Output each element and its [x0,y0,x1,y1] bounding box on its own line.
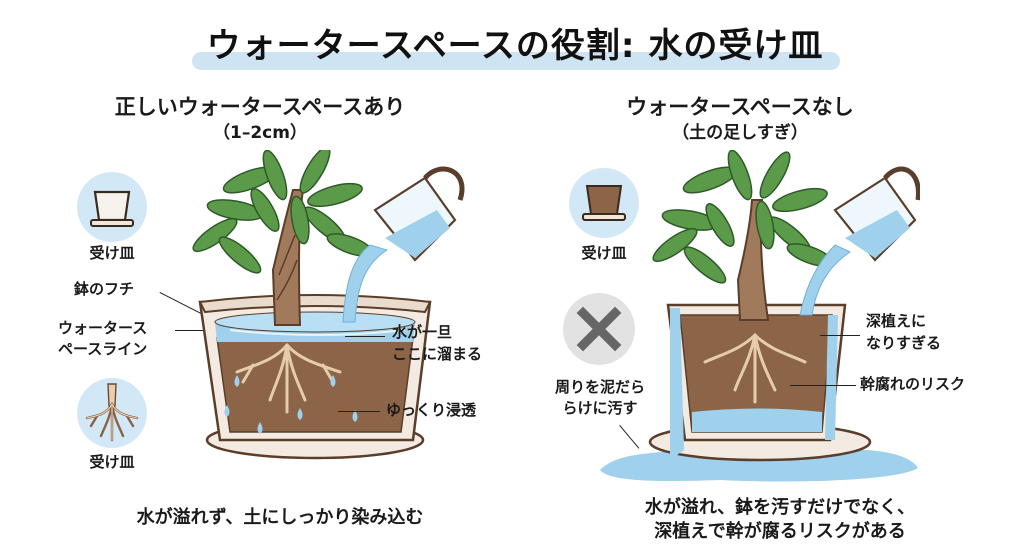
roots-icon [77,378,147,448]
left-icon-1-label: 受け皿 [89,244,135,262]
left-icon-2-label: 受け皿 [89,453,135,471]
overfilled-pot-illustration [600,150,920,490]
left-panel-title: 正しいウォータースペースあり [114,95,406,119]
saucer-pot-icon [77,172,147,242]
x-mark-icon [563,293,635,365]
rot-leader-line [790,385,856,386]
title-highlight-band [192,52,840,70]
deep-planting-label-2: なりすぎる [866,334,942,352]
mess-label-2: らけに汚す [562,399,638,417]
seep-label: ゆっくり浸透 [386,401,477,419]
mess-label-1: 周りを泥だら [554,378,645,396]
page-title: ウォータースペースの役割: 水の受け皿 [206,26,824,66]
water-space-line-label-1: ウォータース [58,319,148,337]
pooling-leader-line [345,336,385,337]
page-title-block: ウォータースペースの役割: 水の受け皿 [190,14,840,70]
seep-leader-line [338,411,380,412]
right-caption-line-1: 水が溢れ、鉢を汚すだけでなく、 [644,497,916,518]
right-panel-title: ウォータースペースなし [626,95,854,119]
rot-risk-label: 幹腐れのリスク [860,375,966,393]
left-panel-subtitle: （1–2cm） [213,123,307,143]
deep-planting-label-1: 深植えに [866,312,927,330]
pooling-label-2: ここに溜まる [392,345,483,363]
water-space-leader-line [175,330,207,331]
correct-pot-illustration [175,150,475,470]
right-panel-subtitle: （土の足しすぎ） [672,123,808,143]
right-icon-1-label: 受け皿 [581,244,627,262]
deep-planting-leader-line [820,335,860,336]
pooling-label-1: 水が一旦 [392,323,453,341]
left-caption: 水が溢れず、土にしっかり染み込む [136,507,424,528]
full-soil-pot-icon [569,168,639,238]
right-caption-line-2: 深植えで幹が腐るリスクがある [654,521,906,542]
water-space-line-label-2: ペースライン [58,340,148,358]
rim-label: 鉢のフチ [74,280,135,298]
